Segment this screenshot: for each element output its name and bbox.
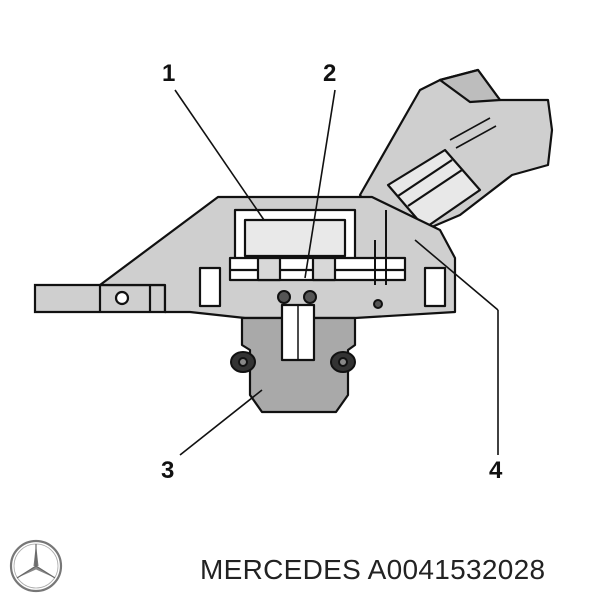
callout-3: 3: [161, 457, 175, 484]
callout-1: 1: [162, 60, 176, 87]
inner-seals: [277, 290, 383, 309]
outer-seals: [230, 351, 356, 373]
bolt-hole: [114, 290, 130, 306]
connector: [358, 68, 554, 234]
callout-4: 4: [489, 457, 503, 484]
part-caption: MERCEDES A0041532028: [200, 556, 545, 584]
mounting-flange: [33, 283, 167, 314]
leader-line-3: [179, 389, 263, 456]
brand-name: MERCEDES: [200, 554, 362, 585]
pressure-port: [240, 303, 357, 414]
housing: [98, 195, 457, 320]
leader-line-4b: [414, 239, 499, 311]
mercedes-star-icon: [9, 539, 63, 593]
part-number: A0041532028: [367, 554, 546, 585]
leader-line-1: [174, 89, 265, 221]
leader-lines: [174, 89, 499, 456]
leader-line-2: [304, 89, 336, 279]
callout-2: 2: [323, 60, 337, 87]
